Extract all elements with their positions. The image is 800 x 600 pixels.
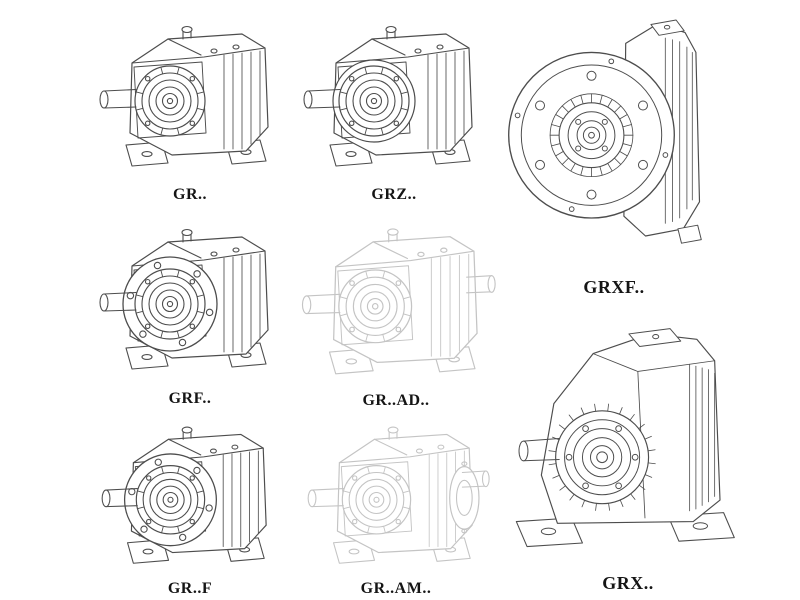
label-gr: GR.. xyxy=(173,186,207,203)
gearbox-drawing-grx xyxy=(486,300,770,568)
gearbox-drawing-grz xyxy=(292,6,496,180)
gearbox-drawing-gr-f xyxy=(88,410,292,574)
gearbox-drawing-grxf xyxy=(488,2,740,272)
figure-gr-am: GR..AM.. xyxy=(290,410,502,600)
gearbox-drawing-gr-ad xyxy=(290,210,502,386)
label-grxf: GRXF.. xyxy=(583,277,645,297)
figure-gr: GR.. xyxy=(88,6,292,206)
label-grz: GRZ.. xyxy=(371,186,417,203)
figure-grf: GRF.. xyxy=(88,208,292,410)
label-gr-ad: GR..AD.. xyxy=(362,392,430,409)
figure-grxf: GRXF.. xyxy=(488,2,740,298)
label-grf: GRF.. xyxy=(168,390,212,407)
gearbox-drawing-grf xyxy=(88,208,292,384)
figure-grx: GRX.. xyxy=(486,300,770,594)
label-gr-am: GR..AM.. xyxy=(360,580,432,597)
figure-grz: GRZ.. xyxy=(292,6,496,206)
gearbox-drawing-gr xyxy=(88,6,292,180)
label-gr-f: GR..F xyxy=(167,580,213,597)
figure-gr-f: GR..F xyxy=(88,410,292,600)
figure-gr-ad: GR..AD.. xyxy=(290,210,502,412)
gearbox-drawing-gr-am xyxy=(290,410,502,574)
label-grx: GRX.. xyxy=(602,573,654,593)
